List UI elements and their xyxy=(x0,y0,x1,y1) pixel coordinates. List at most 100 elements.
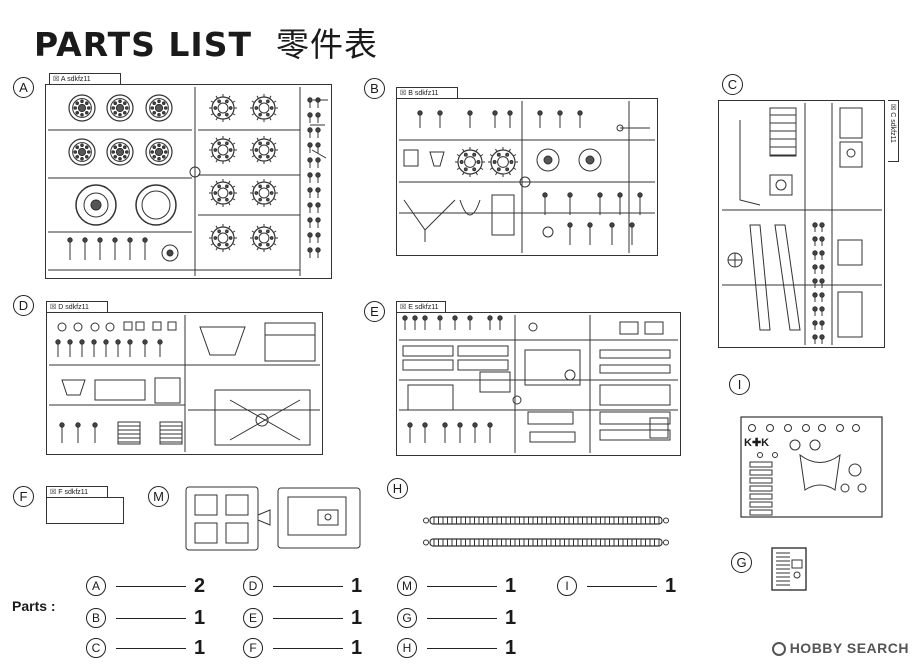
count-id-A: A xyxy=(86,576,106,596)
count-line xyxy=(427,647,497,649)
drive-sprocket-icon xyxy=(217,141,221,146)
drive-sprocket-icon xyxy=(213,106,218,110)
drive-sprocket-icon xyxy=(256,180,259,184)
panel xyxy=(846,148,856,158)
road-wheel-icon xyxy=(124,150,129,154)
small-part xyxy=(819,264,825,270)
tire-icon xyxy=(75,184,117,226)
small-part xyxy=(457,422,463,428)
drive-sprocket-icon xyxy=(269,247,272,251)
road-wheel-icon xyxy=(84,154,89,159)
canopy-frame xyxy=(264,322,316,362)
small-part xyxy=(307,97,313,103)
windshield xyxy=(287,496,347,536)
drive-sprocket-icon xyxy=(256,95,259,99)
title-en: PARTS LIST xyxy=(34,25,252,64)
road-wheel-icon xyxy=(152,101,157,106)
small-part xyxy=(92,422,98,428)
road-wheel-icon xyxy=(80,112,84,117)
road-wheel-icon xyxy=(152,154,157,159)
small-part xyxy=(59,422,65,428)
drive-sprocket-icon xyxy=(251,198,255,201)
decal-mark xyxy=(836,424,844,432)
sprue-tab-letter-D: D xyxy=(58,304,64,311)
count-id-H: H xyxy=(397,638,417,658)
road-wheel-icon xyxy=(75,101,80,106)
small-part xyxy=(315,127,321,133)
drive-sprocket-icon xyxy=(273,185,277,188)
round-part xyxy=(528,322,538,332)
small-part xyxy=(67,237,73,243)
count-id-D: D xyxy=(243,576,263,596)
drive-sprocket-icon xyxy=(256,117,259,121)
windshield xyxy=(317,509,339,526)
small-part xyxy=(812,250,818,256)
bracket xyxy=(775,179,787,191)
small-part xyxy=(307,172,313,178)
small-part xyxy=(142,237,148,243)
small-part xyxy=(417,110,423,116)
drive-sprocket-icon xyxy=(213,236,218,240)
sprue-tab-A: ☒ A sdkfz11 xyxy=(49,73,121,84)
a-frame xyxy=(459,199,481,216)
sprue-tab-letter-A: A xyxy=(60,76,66,83)
callout-E: E xyxy=(364,301,385,322)
decal-mark xyxy=(840,483,850,493)
small-part xyxy=(507,110,513,116)
box xyxy=(837,291,863,338)
drive-sprocket-icon xyxy=(210,230,214,233)
drive-sprocket-icon xyxy=(228,117,231,121)
small-part xyxy=(311,149,327,159)
road-wheel-icon xyxy=(118,112,122,117)
bar xyxy=(457,359,509,371)
count-value-H: 1 xyxy=(505,636,517,659)
sprue-gate xyxy=(512,395,522,405)
drive-sprocket-icon xyxy=(266,229,270,234)
tire-icon xyxy=(135,184,177,226)
drive-sprocket-icon xyxy=(213,148,218,152)
photo-etch-part xyxy=(791,559,803,569)
photo-etch-part xyxy=(793,571,801,579)
road-wheel-icon xyxy=(84,145,89,150)
decal-mark xyxy=(784,424,792,432)
count-line xyxy=(427,617,497,619)
parts-label: Parts : xyxy=(12,598,56,614)
decal-text: K✚K xyxy=(744,437,770,449)
drive-sprocket-icon xyxy=(215,180,218,184)
sprue-tab-F: ☒ F sdkfz11 xyxy=(46,486,108,497)
drive-sprocket-icon xyxy=(476,160,481,164)
bracket xyxy=(429,151,445,167)
count-value-F: 1 xyxy=(351,636,363,659)
drive-sprocket-icon xyxy=(266,99,270,104)
decal-stripe xyxy=(749,493,773,500)
drive-sprocket-icon xyxy=(217,242,221,247)
panel xyxy=(839,107,863,139)
tire-icon xyxy=(90,199,102,211)
bar xyxy=(599,364,671,374)
sprue-F: ☒ F sdkfz11 xyxy=(46,486,124,524)
road-wheel-icon xyxy=(111,106,116,110)
road-wheel-icon xyxy=(118,143,122,148)
drive-sprocket-icon xyxy=(258,232,270,244)
drive-sprocket-icon xyxy=(269,148,274,152)
count-id-B: B xyxy=(86,608,106,628)
count-line xyxy=(587,585,657,587)
drive-sprocket-icon xyxy=(228,236,233,240)
drive-sprocket-icon xyxy=(254,148,259,152)
callout-M: M xyxy=(148,486,169,507)
drive-sprocket-icon xyxy=(251,142,255,145)
drive-sprocket-icon xyxy=(254,106,259,110)
square-part xyxy=(135,321,145,331)
count-value-C: 1 xyxy=(194,636,206,659)
decal-mark xyxy=(818,424,826,432)
road-wheel-icon xyxy=(86,150,91,154)
drive-sprocket-icon xyxy=(273,100,277,103)
drive-sprocket-icon xyxy=(228,180,231,184)
road-wheel-icon xyxy=(72,142,92,162)
drive-sprocket-icon xyxy=(215,117,218,121)
sprue-A: ☒ A sdkfz11 xyxy=(45,73,332,279)
small-part xyxy=(487,422,493,428)
bar xyxy=(457,345,509,357)
